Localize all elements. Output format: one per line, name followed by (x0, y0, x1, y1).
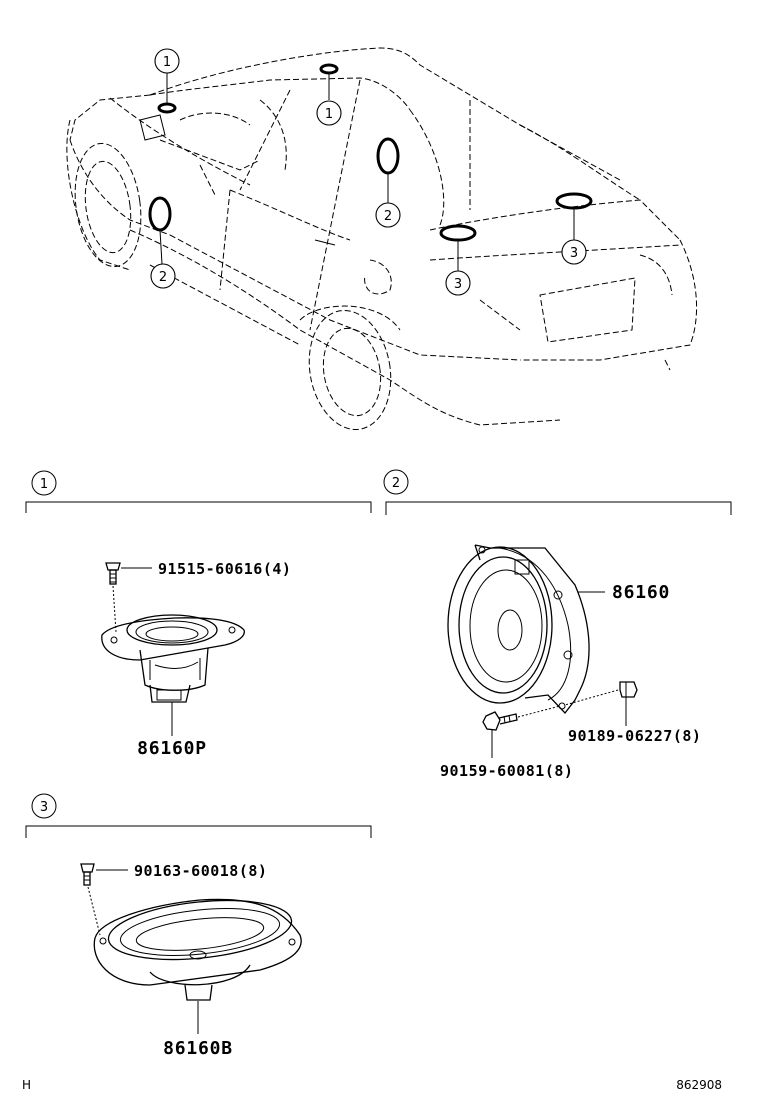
callout-circle-2a: 2 (375, 202, 401, 228)
clip-icon (619, 681, 638, 698)
callout-number: 1 (325, 107, 333, 122)
screw-icon (80, 863, 95, 886)
tweeter-speaker-icon (101, 614, 245, 703)
diagram-id: 862908 (676, 1078, 722, 1092)
callout-circle-1b: 1 (316, 100, 342, 126)
section-3: 3 90163-60018(8) 86160B (25, 793, 372, 1059)
clip-part-number: 90189-06227(8) (568, 727, 701, 745)
section-number: 3 (40, 800, 48, 815)
callout-number: 3 (454, 277, 462, 292)
oval-rear-speaker-icon (93, 898, 302, 1001)
callout-circle-3a: 3 (445, 270, 471, 296)
speaker-location-markers (148, 63, 593, 242)
screw-part-number: 90159-60081(8) (440, 762, 573, 780)
callout-leaders (159, 73, 575, 271)
callout-number: 2 (159, 270, 167, 285)
callout-number: 1 (163, 55, 171, 70)
screw-icon (482, 711, 518, 731)
tweeter-part-number: 86160P (137, 738, 207, 759)
door-speaker-icon (447, 544, 590, 715)
section-2: 2 86160 90189-06227(8) (383, 469, 732, 780)
callout-number: 2 (384, 209, 392, 224)
bolt-part-number: 91515-60616(4) (158, 560, 291, 578)
footer-left-code: H (22, 1078, 31, 1092)
oval-speaker-part-number: 86160B (163, 1038, 233, 1059)
door-speaker-part-number: 86160 (612, 582, 670, 603)
car-outline (66, 47, 697, 430)
callout-circle-3b: 3 (561, 239, 587, 265)
section-number: 2 (392, 476, 400, 491)
section-number: 1 (40, 477, 48, 492)
callout-number: 3 (570, 246, 578, 261)
callout-circle-1a: 1 (154, 48, 180, 74)
bolt-icon (105, 562, 121, 585)
screw-part-number: 90163-60018(8) (134, 862, 267, 880)
section-1: 1 91515-60616(4) 86160P (25, 470, 372, 759)
callout-circle-2b: 2 (150, 263, 176, 289)
